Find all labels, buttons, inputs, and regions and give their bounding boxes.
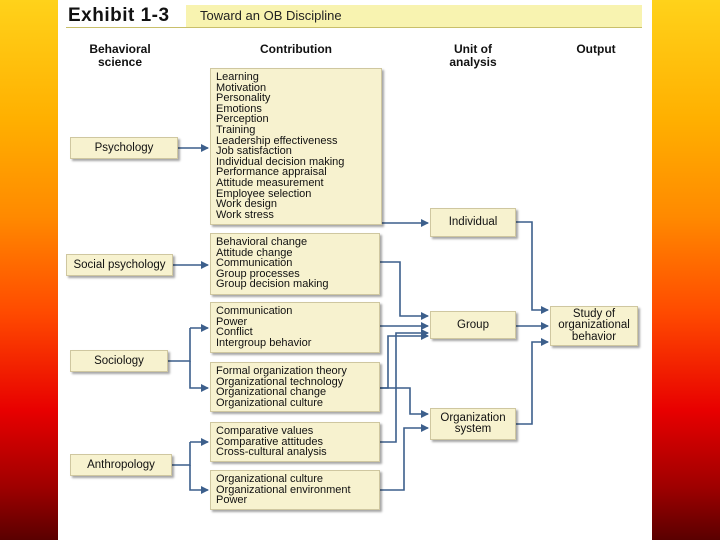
contribution-item: Formal organization theory bbox=[216, 365, 347, 377]
contribution-item: Organizational technology bbox=[216, 375, 344, 388]
column-header-output: Output bbox=[576, 42, 616, 56]
connector-sociology-trunk bbox=[168, 328, 191, 362]
connector-orgculture-to-orgsystem bbox=[380, 424, 429, 491]
connector-individual-to-output bbox=[516, 221, 549, 314]
contribution-box-sociology-organization: Formal organization theory Organizationa… bbox=[210, 362, 380, 412]
contribution-item: Comparative values bbox=[216, 425, 314, 437]
contribution-item: Attitude change bbox=[216, 246, 293, 259]
unit-individual: Individual bbox=[430, 208, 516, 237]
connector-socpsych-to-group bbox=[380, 261, 429, 320]
column-header-contribution: Contribution bbox=[260, 42, 332, 56]
exhibit-header-bar bbox=[66, 5, 642, 28]
connector-arrows bbox=[168, 144, 549, 494]
contribution-box-sociology-group: Communication Power Conflict Intergroup … bbox=[210, 302, 380, 353]
contribution-item: Intergroup behavior bbox=[216, 336, 312, 349]
contribution-item: Work design bbox=[216, 198, 277, 211]
contribution-box-psychology: Learning Motivation Personality Emotions… bbox=[210, 68, 382, 225]
contribution-item: Comparative attitudes bbox=[216, 435, 323, 448]
contribution-item: Individual decision making bbox=[216, 155, 345, 168]
contribution-item: Motivation bbox=[216, 81, 267, 94]
exhibit-title: Toward an OB Discipline bbox=[200, 8, 342, 23]
contribution-item: Power bbox=[216, 494, 248, 507]
contribution-item: Organizational culture bbox=[216, 473, 324, 485]
science-anthropology: Anthropology bbox=[70, 454, 172, 476]
contribution-item: Organizational environment bbox=[216, 483, 351, 496]
contribution-item: Training bbox=[216, 123, 256, 136]
exhibit-page: Exhibit 1-3 Toward an OB Discipline Beha… bbox=[58, 0, 652, 540]
science-social-psychology: Social psychology bbox=[66, 254, 173, 276]
connector-orgtheory-to-group bbox=[380, 332, 429, 389]
contribution-item: Performance appraisal bbox=[216, 166, 327, 179]
unit-organization-system: Organization system bbox=[430, 408, 516, 440]
contribution-item: Organizational change bbox=[216, 386, 327, 399]
column-header-unit-of-analysis: Unit of analysis bbox=[449, 42, 497, 69]
contribution-item: Job satisfaction bbox=[216, 145, 292, 158]
contribution-item: Leadership effectiveness bbox=[216, 134, 338, 147]
contribution-item: Work stress bbox=[216, 208, 274, 221]
contribution-item: Personality bbox=[216, 92, 271, 105]
science-psychology: Psychology bbox=[70, 137, 178, 159]
contribution-item: Employee selection bbox=[216, 187, 312, 200]
contribution-box-anthropology-group: Comparative values Comparative attitudes… bbox=[210, 422, 380, 462]
contribution-item: Conflict bbox=[216, 326, 253, 339]
connector-orgsystem-to-output bbox=[516, 338, 549, 425]
column-header-behavioral-science: Behavioral science bbox=[89, 42, 151, 69]
contribution-box-social-psychology: Behavioral change Attitude change Commun… bbox=[210, 233, 380, 295]
connector-comparative-to-group bbox=[380, 329, 429, 443]
exhibit-number: Exhibit 1-3 bbox=[66, 5, 186, 27]
output-study-of-ob: Study of organizational behavior bbox=[550, 306, 638, 346]
contribution-item: Organizational culture bbox=[216, 396, 324, 409]
contribution-item: Learning bbox=[216, 71, 259, 83]
contribution-item: Attitude measurement bbox=[216, 176, 324, 189]
unit-group: Group bbox=[430, 311, 516, 339]
contribution-box-anthropology-organization: Organizational culture Organizational en… bbox=[210, 470, 380, 510]
contribution-item: Group decision making bbox=[216, 278, 329, 291]
contribution-item: Communication bbox=[216, 305, 293, 317]
connector-sociology-org bbox=[189, 361, 209, 392]
contribution-item: Communication bbox=[216, 257, 293, 270]
contribution-item: Perception bbox=[216, 113, 269, 126]
contribution-item: Group processes bbox=[216, 267, 300, 280]
connector-orgtheory-to-orgsystem bbox=[380, 387, 429, 418]
contribution-item: Power bbox=[216, 315, 248, 328]
contribution-item: Behavioral change bbox=[216, 236, 308, 248]
contribution-item: Emotions bbox=[216, 102, 262, 115]
connector-anthropology-org bbox=[189, 465, 209, 494]
connector-anthropology-trunk bbox=[172, 442, 191, 466]
science-sociology: Sociology bbox=[70, 350, 168, 372]
contribution-item: Cross-cultural analysis bbox=[216, 446, 327, 459]
